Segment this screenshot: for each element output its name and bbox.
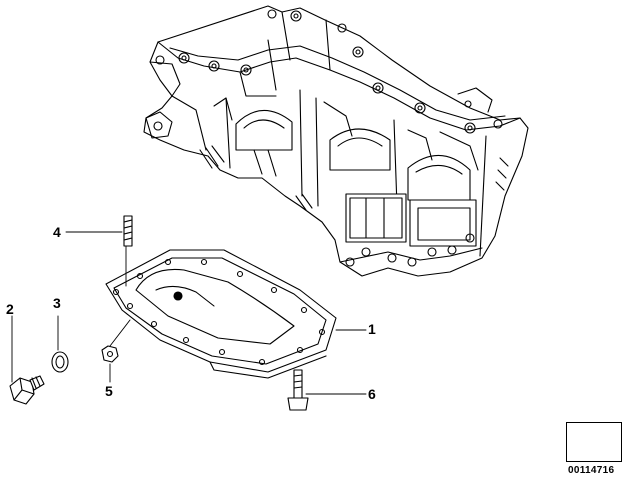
- callout-1: 1: [368, 321, 376, 337]
- bolt-drawing: [287, 369, 309, 411]
- navigation-arrow-box[interactable]: [566, 422, 622, 462]
- callout-2: 2: [6, 301, 14, 317]
- leader-lines: [11, 231, 367, 395]
- callout-4: 4: [53, 224, 61, 240]
- callout-5: 5: [105, 383, 113, 399]
- drain-plug-drawing: [9, 375, 45, 405]
- nut-drawing: [101, 345, 119, 363]
- callout-6: 6: [368, 386, 376, 402]
- seal-ring-drawing: [51, 351, 69, 373]
- engine-block-drawing: [143, 5, 529, 277]
- oil-pan-drawing: [105, 249, 337, 379]
- diagram-code: 00114716: [568, 465, 615, 476]
- stud-drawing: [123, 215, 133, 247]
- callout-3: 3: [53, 295, 61, 311]
